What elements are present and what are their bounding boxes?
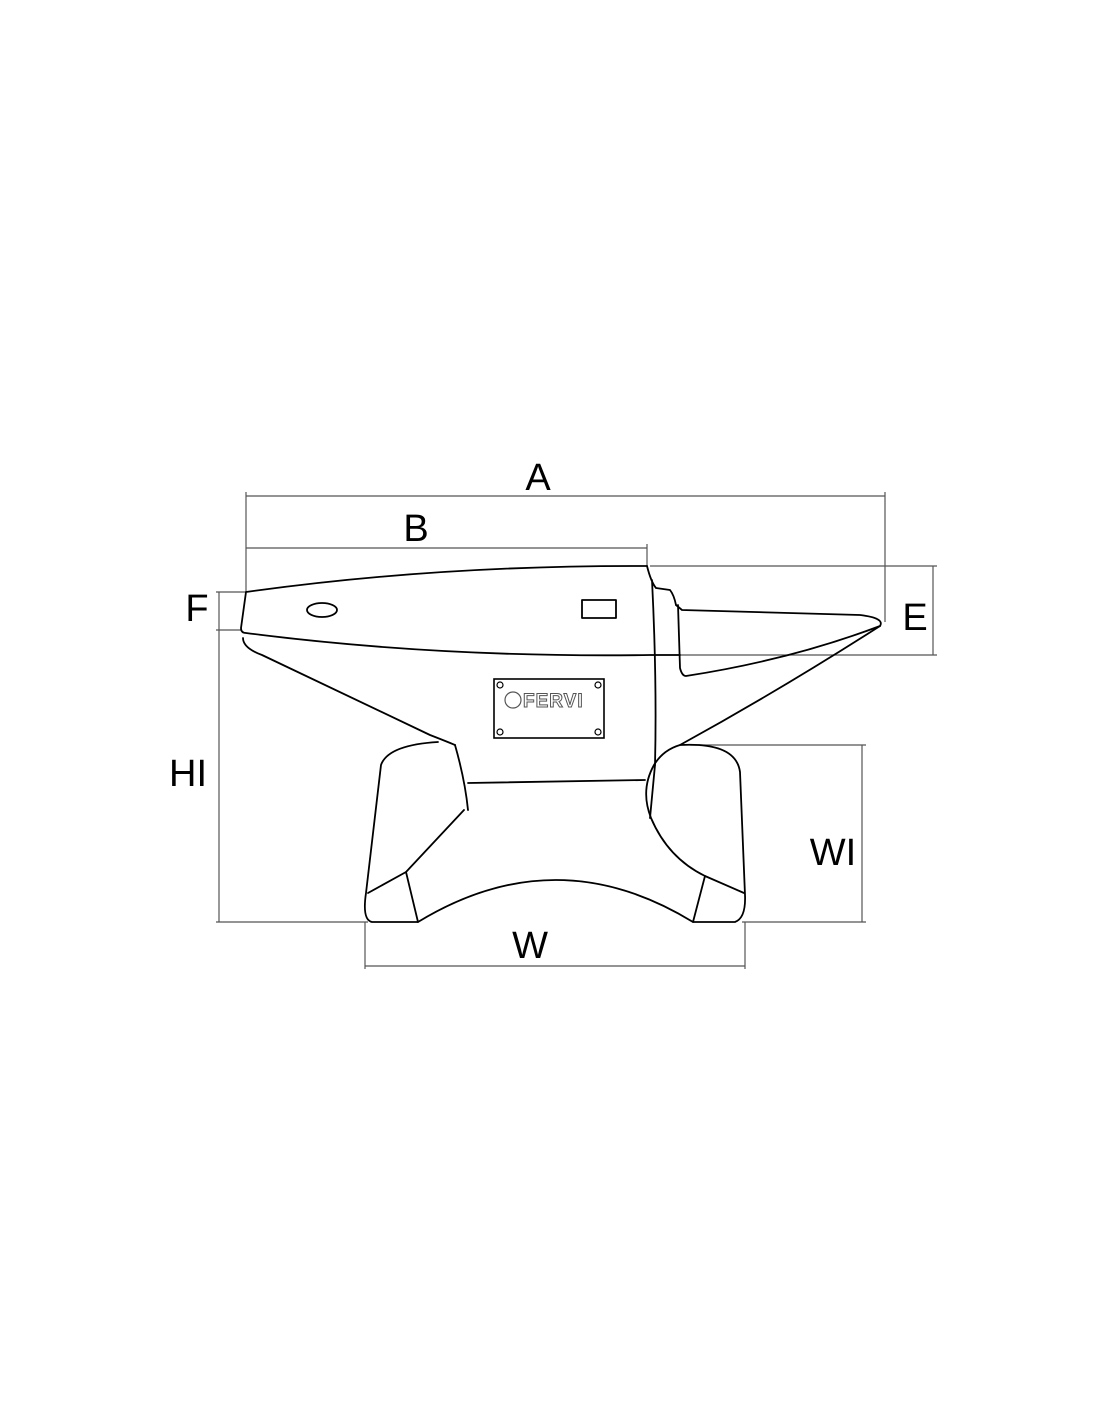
nameplate: FERVI [493, 678, 605, 739]
dimension-wi: WI [690, 744, 866, 923]
dimension-b: B [246, 508, 648, 566]
pritchel-hole [306, 602, 338, 618]
dimension-hi: HI [169, 630, 368, 923]
brand-logo-icon [504, 691, 522, 709]
dimension-e: E [650, 565, 937, 656]
label-a: A [525, 457, 551, 499]
label-hi: HI [169, 753, 207, 795]
hardy-hole [581, 599, 617, 619]
label-f: F [185, 588, 208, 630]
brand-name: FERVI [523, 691, 584, 712]
label-wi: WI [810, 832, 856, 874]
dimension-w: W [364, 922, 746, 969]
label-e: E [902, 597, 927, 639]
dimension-f: F [185, 588, 246, 631]
label-b: B [403, 508, 428, 550]
anvil-outline [240, 565, 882, 923]
dimension-a: A [245, 457, 886, 622]
label-w: W [512, 925, 548, 967]
